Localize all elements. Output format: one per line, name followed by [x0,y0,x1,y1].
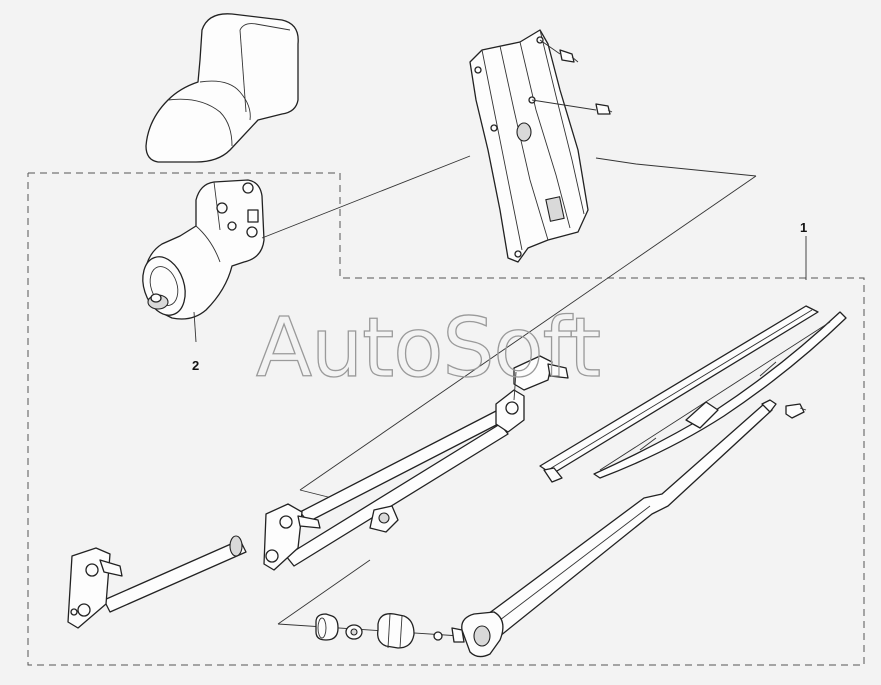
watermark-text: AutoSoft [256,301,600,396]
motor-cover [145,13,299,163]
wiper-arm [461,399,807,658]
mounting-bracket [469,29,589,263]
bracket-bolts [531,39,613,115]
wiper-linkage [67,355,569,629]
assembly-group-outline [27,172,865,666]
callout-assembly: 1 [800,220,807,235]
hardware-parts [315,613,465,649]
leader-lines [261,155,807,637]
wiper-blade [539,305,847,483]
wiper-motor [142,179,265,343]
callout-motor: 2 [192,358,199,373]
